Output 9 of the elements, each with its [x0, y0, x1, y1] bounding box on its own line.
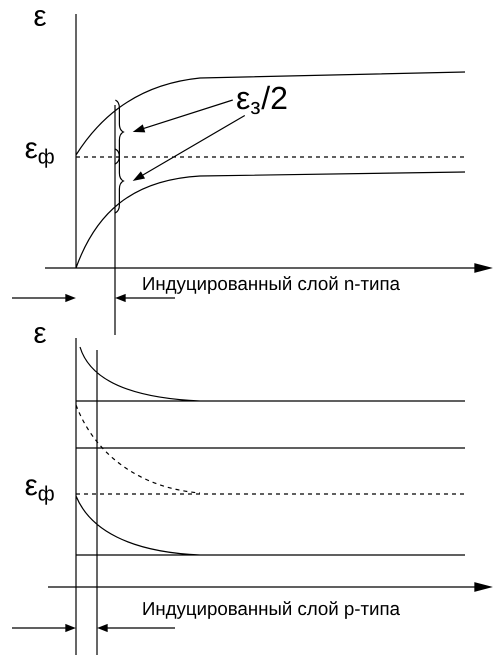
layer-label: Индуцированный слой n-типа — [140, 274, 402, 296]
brace — [115, 100, 124, 164]
layer-label: Индуцированный слой p-типа — [140, 600, 402, 620]
energy-label: ε$_{з}$/2 — [237, 86, 286, 114]
axis-label: ε$_{ф}$ — [23, 140, 57, 170]
brace — [115, 148, 124, 214]
axis-label: ε$_{ф}$ — [23, 478, 57, 506]
axis-label: ε — [32, 8, 48, 28]
axis-label: ε — [32, 326, 48, 344]
